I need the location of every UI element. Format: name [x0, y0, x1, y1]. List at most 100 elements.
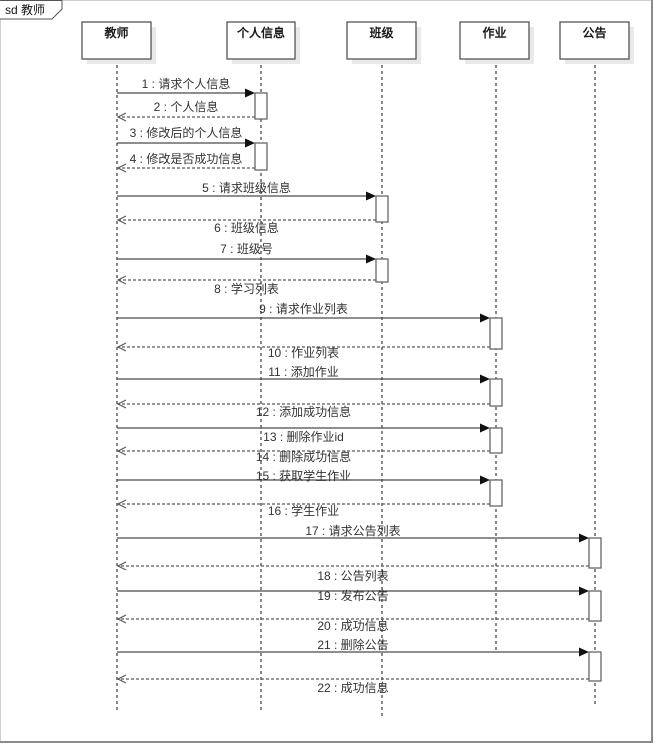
message-17 — [117, 533, 589, 543]
filled-arrowhead-icon — [579, 586, 589, 596]
filled-arrowhead-icon — [480, 423, 490, 433]
participant-name: 个人信息 — [236, 25, 285, 40]
activation-bar — [588, 537, 602, 569]
participants: 教师 个人信息 班级 作业 公告 — [81, 21, 634, 64]
message-label: 10 : 作业列表 — [268, 346, 339, 360]
message-label: 5 : 请求班级信息 — [202, 180, 291, 195]
message-label: 7 : 班级号 — [220, 242, 273, 256]
participant: 教师 — [81, 21, 156, 64]
message-label: 17 : 请求公告列表 — [305, 524, 400, 538]
message-4 — [116, 163, 255, 173]
message-7 — [117, 254, 376, 264]
open-arrowhead-icon — [116, 215, 127, 225]
open-arrowhead-icon — [116, 275, 127, 285]
open-arrowhead-icon — [116, 614, 127, 624]
lifelines — [116, 59, 596, 717]
frame-title: sd 教师 — [5, 2, 45, 17]
message-20 — [116, 614, 589, 624]
activation-bar — [588, 651, 602, 682]
message-label: 15 : 获取学生作业 — [256, 468, 351, 483]
messages — [116, 88, 589, 684]
filled-arrowhead-icon — [480, 475, 490, 485]
open-arrowhead-icon — [116, 112, 127, 122]
participant-box — [459, 21, 530, 60]
filled-arrowhead-icon — [480, 313, 490, 323]
participant-box — [81, 21, 152, 60]
filled-arrowhead-icon — [245, 88, 255, 98]
participant-box — [346, 21, 417, 60]
message-5 — [117, 191, 376, 201]
filled-arrowhead-icon — [245, 138, 255, 148]
participant: 个人信息 — [226, 21, 300, 64]
activation-bar — [254, 92, 268, 120]
activation-bar — [375, 258, 389, 283]
participant: 作业 — [459, 21, 534, 64]
open-arrowhead-icon — [116, 446, 127, 456]
message-label: 14 : 删除成功信息 — [256, 449, 351, 464]
open-arrowhead-icon — [116, 561, 127, 571]
open-arrowhead-icon — [116, 674, 127, 684]
message-label: 20 : 成功信息 — [317, 618, 388, 633]
message-11 — [117, 374, 490, 384]
participant: 班级 — [346, 21, 421, 64]
participant-name: 公告 — [582, 25, 606, 40]
open-arrowhead-icon — [116, 342, 127, 352]
message-label: 3 : 修改后的个人信息 — [130, 125, 243, 140]
message-13 — [117, 423, 490, 433]
filled-arrowhead-icon — [366, 191, 376, 201]
filled-arrowhead-icon — [366, 254, 376, 264]
message-16 — [116, 499, 490, 509]
message-10 — [116, 342, 490, 352]
message-9 — [117, 313, 490, 323]
message-label: 12 : 添加成功信息 — [256, 404, 351, 419]
activation-bar — [489, 427, 503, 454]
message-label: 13 : 删除作业id — [263, 429, 344, 444]
frame-tab-shape — [0, 0, 63, 20]
activation-bar — [489, 479, 503, 507]
message-18 — [116, 561, 589, 571]
message-14 — [116, 446, 490, 456]
message-22 — [116, 674, 589, 684]
message-8 — [116, 275, 376, 285]
message-3 — [117, 138, 255, 148]
activation-bar — [588, 590, 602, 622]
message-label: 21 : 删除公告 — [317, 637, 388, 652]
activation-bar — [489, 317, 503, 350]
message-label: 16 : 学生作业 — [268, 503, 339, 518]
filled-arrowhead-icon — [579, 647, 589, 657]
message-12 — [116, 399, 490, 409]
frame-title-tab: sd 教师 — [0, 0, 63, 20]
message-label: 1 : 请求个人信息 — [142, 76, 231, 91]
message-label: 19 : 发布公告 — [317, 588, 388, 603]
message-21 — [117, 647, 589, 657]
open-arrowhead-icon — [116, 499, 127, 509]
message-label: 2 : 个人信息 — [154, 99, 219, 114]
message-6 — [116, 215, 376, 225]
open-arrowhead-icon — [116, 163, 127, 173]
participant-name: 班级 — [369, 25, 393, 40]
participant-name: 教师 — [103, 25, 128, 40]
message-label: 8 : 学习列表 — [214, 281, 279, 296]
message-label: 22 : 成功信息 — [317, 680, 388, 695]
participant: 公告 — [559, 21, 634, 64]
message-15 — [117, 475, 490, 485]
message-label: 18 : 公告列表 — [317, 569, 388, 583]
message-19 — [117, 586, 589, 596]
participant-box — [226, 21, 296, 60]
message-1 — [117, 88, 255, 98]
message-label: 11 : 添加作业 — [268, 365, 338, 379]
message-label: 6 : 班级信息 — [214, 220, 279, 235]
activation-bars — [254, 92, 602, 682]
participant-box — [559, 21, 630, 60]
message-2 — [116, 112, 255, 122]
activation-bar — [489, 378, 503, 407]
activation-bar — [375, 195, 389, 223]
participant-name: 作业 — [482, 25, 506, 40]
filled-arrowhead-icon — [579, 533, 589, 543]
open-arrowhead-icon — [116, 399, 127, 409]
filled-arrowhead-icon — [480, 374, 490, 384]
activation-bar — [254, 142, 268, 171]
